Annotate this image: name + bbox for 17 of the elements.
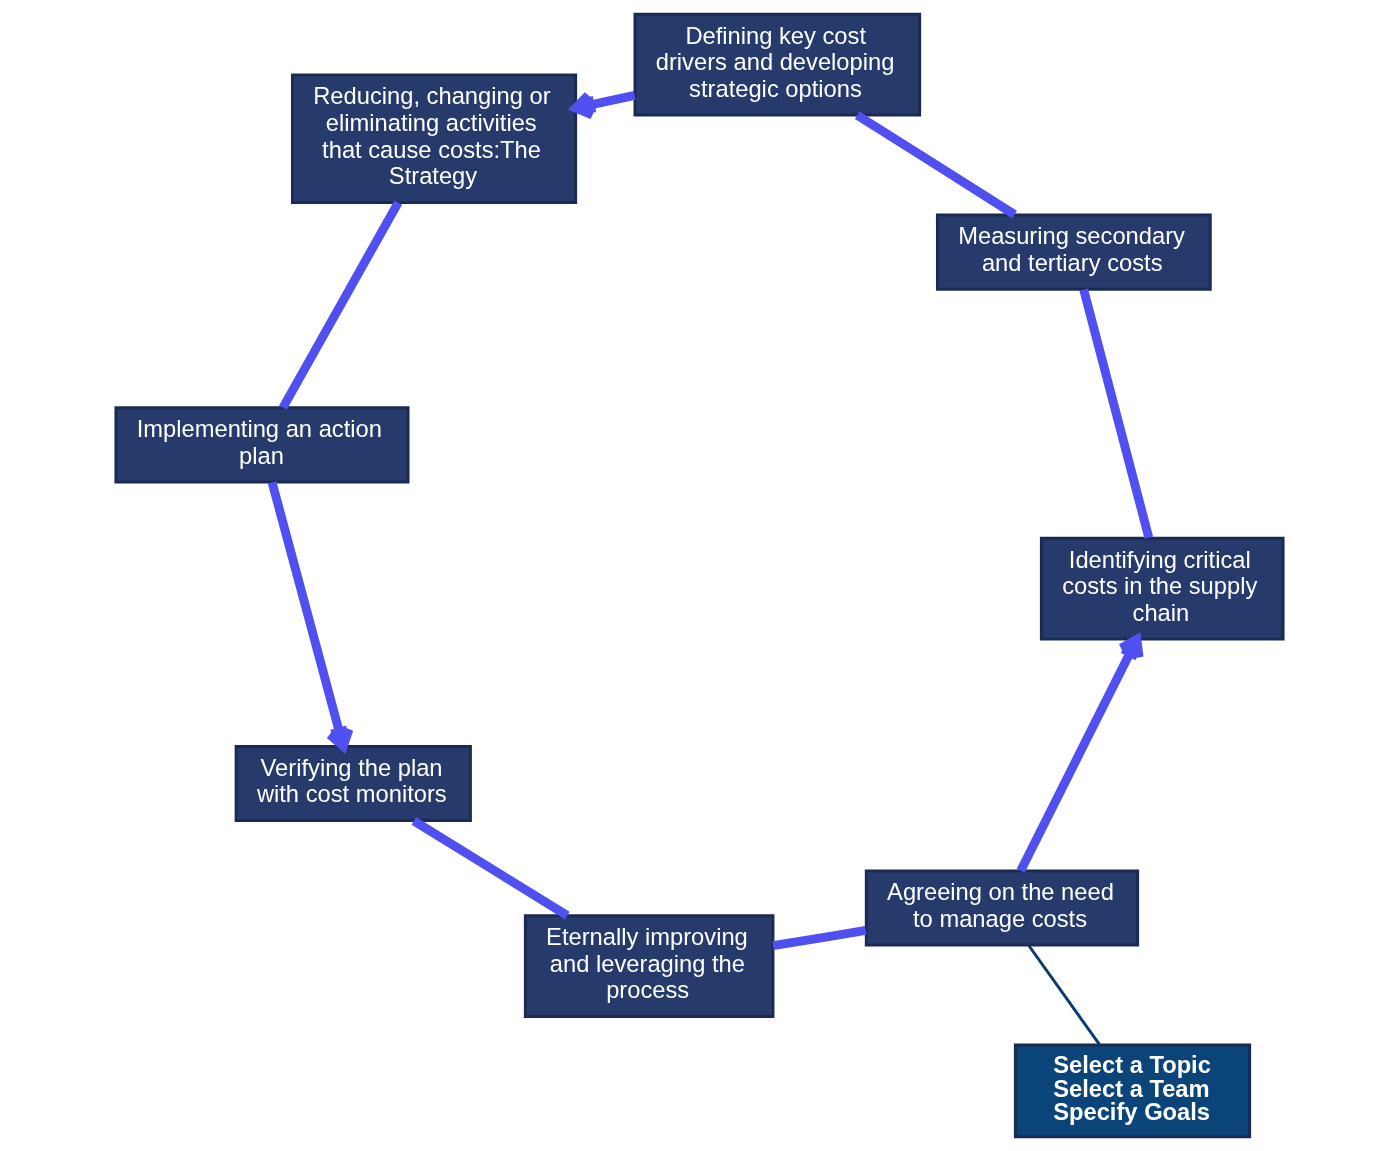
arrow <box>1016 634 1144 873</box>
node-box: Reducing, changing or eliminating activities that cause costs:The Strategy <box>290 73 577 204</box>
node-box: Identifying critical costs in the supply chain <box>1039 536 1285 641</box>
node-box: Select a Topic Select a Team Specify Goals <box>1013 1043 1251 1139</box>
connector <box>771 926 866 951</box>
connector <box>278 200 402 410</box>
node-box: Defining key cost drivers and developing strategic options <box>633 12 921 117</box>
node-box: Measuring secondary and tertiary costs <box>935 213 1212 291</box>
connector <box>411 817 570 920</box>
connector <box>854 111 1017 219</box>
node-box: Agreeing on the need to manage costs <box>864 869 1139 947</box>
node-box: Eternally improving and leveraging the process <box>523 914 774 1019</box>
node-box: Implementing an action plan <box>113 406 409 484</box>
connector <box>1027 944 1101 1046</box>
arrow <box>267 481 353 752</box>
connector <box>1078 288 1153 539</box>
node-box: Verifying the plan with cost monitors <box>234 744 472 823</box>
